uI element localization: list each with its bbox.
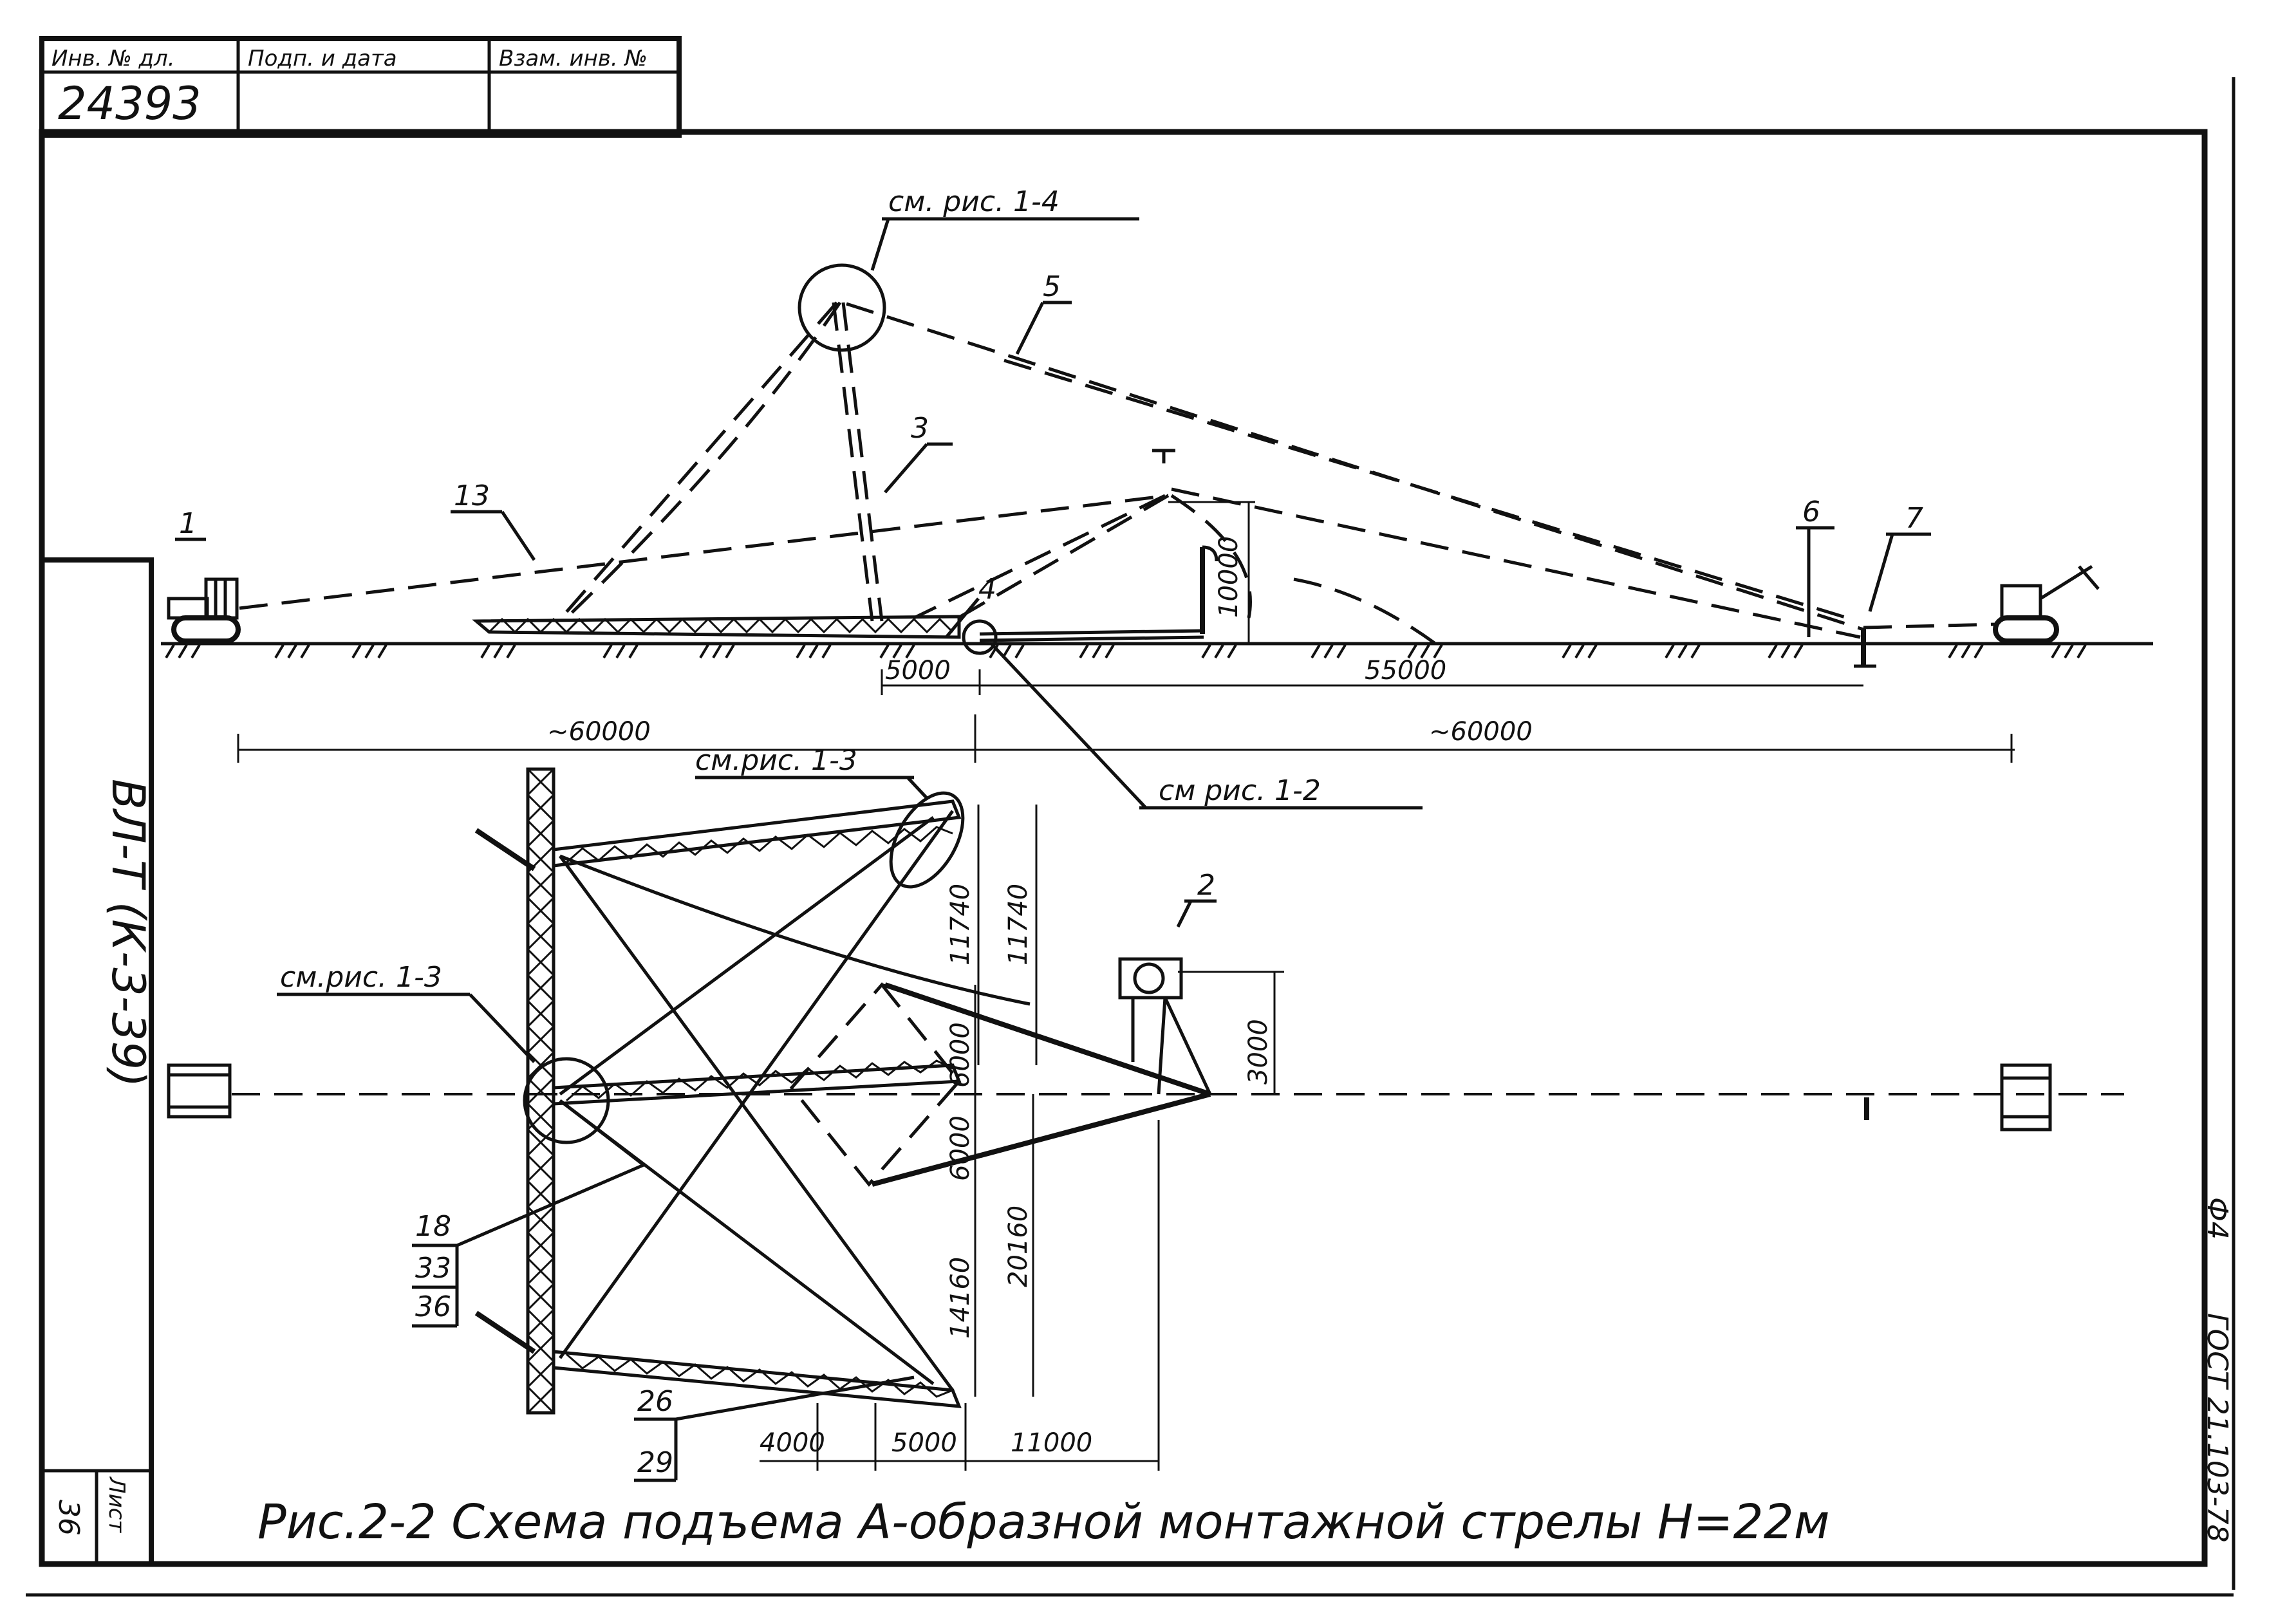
callout-ref-1-3-left: см.рис. 1-3: [280, 961, 442, 994]
plan-view: 2 3000 11740 11740 6000 6000 20160 14160…: [167, 744, 2124, 1482]
boom-plan-upper: [552, 799, 962, 868]
dim-6000-a: 6000: [946, 1022, 975, 1088]
boom-plan-lower: [552, 1350, 962, 1408]
gost-label: ГОСТ 21.103-78: [2201, 1313, 2234, 1543]
stamp-sign-label: Подп. и дата: [248, 46, 397, 71]
project-code: ВЛ-Т (К-3-39): [102, 779, 154, 1087]
hinge-detail-circle: [962, 619, 998, 655]
pos-4: 4: [978, 573, 996, 606]
dim-11740-a: 11740: [946, 884, 975, 965]
tractor-plan-left-icon: [167, 1063, 232, 1119]
pos-26: 26: [637, 1385, 673, 1418]
pos-7: 7: [1905, 502, 1923, 535]
stamp-replace-label: Взам. инв. №: [499, 46, 648, 71]
boom-on-ground: [472, 615, 961, 639]
callout-ref-1-3-top: см.рис. 1-3: [695, 744, 857, 777]
figure-caption: Рис.2-2 Схема подъема А-образной монтажн…: [257, 1495, 1830, 1550]
tractor-left-icon: [167, 577, 241, 644]
elevation-view: 10000 5000: [161, 185, 2153, 810]
dim-5000-top: 5000: [885, 656, 951, 685]
sheet-frame: [26, 77, 2235, 1597]
pos-3: 3: [911, 412, 929, 445]
detail-circle-center: [523, 1057, 610, 1144]
dim-11740-b: 11740: [1003, 884, 1033, 965]
dim-3000: 3000: [1244, 1019, 1273, 1085]
callout-ref-1-2: см рис. 1-2: [1159, 774, 1321, 807]
callout-ref-1-4: см. рис. 1-4: [888, 185, 1059, 218]
sheet-number: 36: [52, 1500, 85, 1536]
tractor-plan-right-icon: [2000, 1063, 2052, 1131]
pos-18: 18: [415, 1210, 451, 1243]
winch-right-icon: [1993, 564, 2100, 644]
hook-stand: [1152, 449, 1218, 634]
pos-29: 29: [637, 1446, 673, 1479]
winch-2-icon: [1118, 957, 1212, 1095]
dim-4000: 4000: [760, 1428, 825, 1458]
pos-6: 6: [1802, 496, 1820, 528]
format-label: Ф4: [2201, 1197, 2234, 1240]
dim-6000-b: 6000: [946, 1115, 975, 1181]
pos-1: 1: [179, 507, 197, 540]
pos-5: 5: [1043, 270, 1061, 303]
side-title-block: ВЛ-Т (К-3-39) Лист 36: [39, 557, 154, 1567]
dim-55000: 55000: [1365, 656, 1446, 685]
boom-plan-middle: [552, 1059, 962, 1106]
ground-hatching: [165, 644, 2087, 659]
dim-60000-right: ~60000: [1429, 717, 1533, 747]
dim-60000-left: ~60000: [547, 717, 651, 747]
dim-10000: 10000: [1214, 536, 1244, 618]
dim-20160: 20160: [1003, 1206, 1033, 1287]
dim-14160: 14160: [946, 1257, 975, 1339]
anchor-7-icon: [1854, 628, 1876, 668]
tip-detail-circle: [798, 263, 886, 352]
dim-5000-bottom: 5000: [891, 1428, 957, 1458]
stamp-inv-label: Инв. № дл.: [51, 46, 175, 71]
approval-stamp: Инв. № дл. Подп. и дата Взам. инв. № 243…: [39, 36, 682, 138]
dim-11000: 11000: [1011, 1428, 1092, 1458]
pos-2: 2: [1197, 869, 1215, 902]
sheet-label: Лист: [104, 1476, 129, 1533]
stamp-inv-number: 24393: [58, 77, 201, 130]
pos-13: 13: [454, 480, 490, 512]
pos-33: 33: [415, 1252, 451, 1285]
pos-36: 36: [415, 1290, 451, 1323]
